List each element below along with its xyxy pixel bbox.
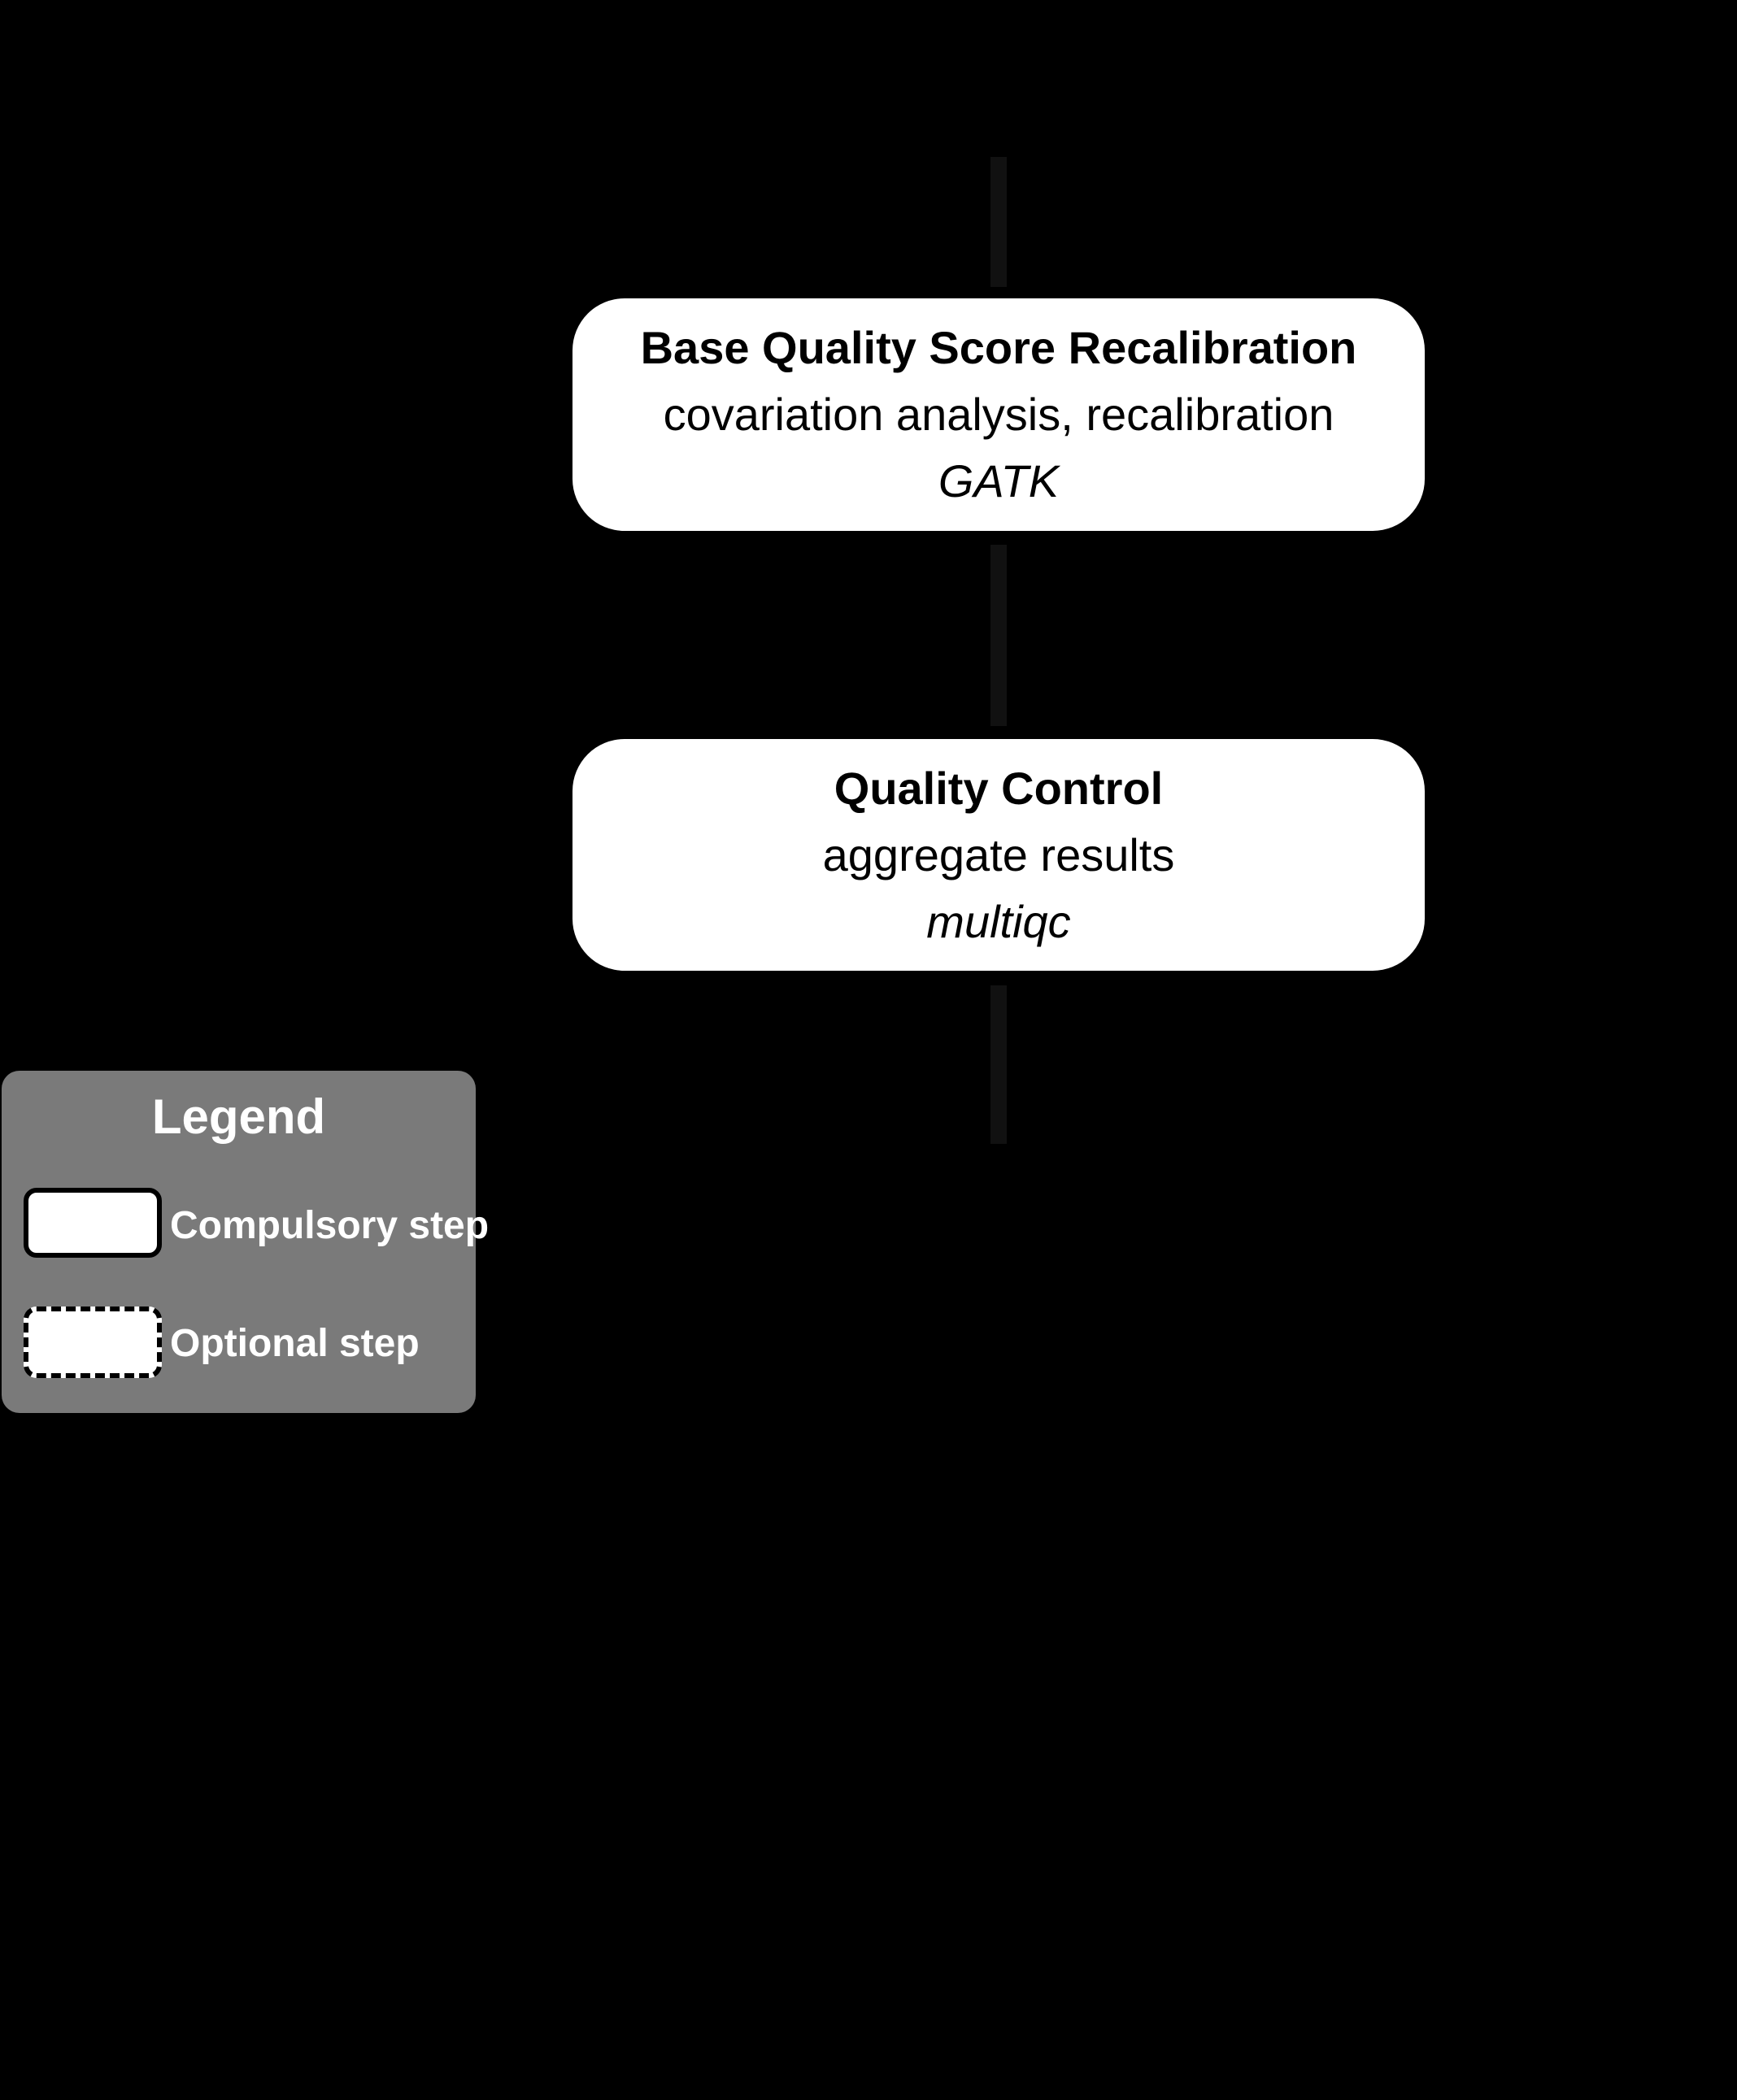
legend-title: Legend bbox=[151, 1089, 326, 1144]
node-title: Quality Control bbox=[834, 762, 1164, 814]
legend-label-compulsory: Compulsory step bbox=[170, 1204, 490, 1247]
legend-label-optional: Optional step bbox=[170, 1322, 420, 1365]
node-subtitle: covariation analysis, recalibration bbox=[663, 389, 1334, 440]
connector-line-bottom bbox=[990, 985, 1007, 1144]
node-tool: multiqc bbox=[926, 895, 1071, 947]
node-tool: GATK bbox=[938, 455, 1060, 507]
compulsory-step-swatch bbox=[24, 1188, 162, 1258]
node-base-quality-score-recalibration: Base Quality Score Recalibration covaria… bbox=[572, 298, 1425, 531]
connector-line-middle bbox=[990, 545, 1007, 726]
node-quality-control: Quality Control aggregate results multiq… bbox=[572, 739, 1425, 971]
node-title: Base Quality Score Recalibration bbox=[640, 322, 1357, 373]
optional-step-swatch bbox=[24, 1307, 162, 1378]
node-subtitle: aggregate results bbox=[822, 828, 1175, 880]
legend-panel: Legend Compulsory step Optional step bbox=[2, 1071, 489, 1413]
connector-line-top bbox=[990, 157, 1007, 287]
